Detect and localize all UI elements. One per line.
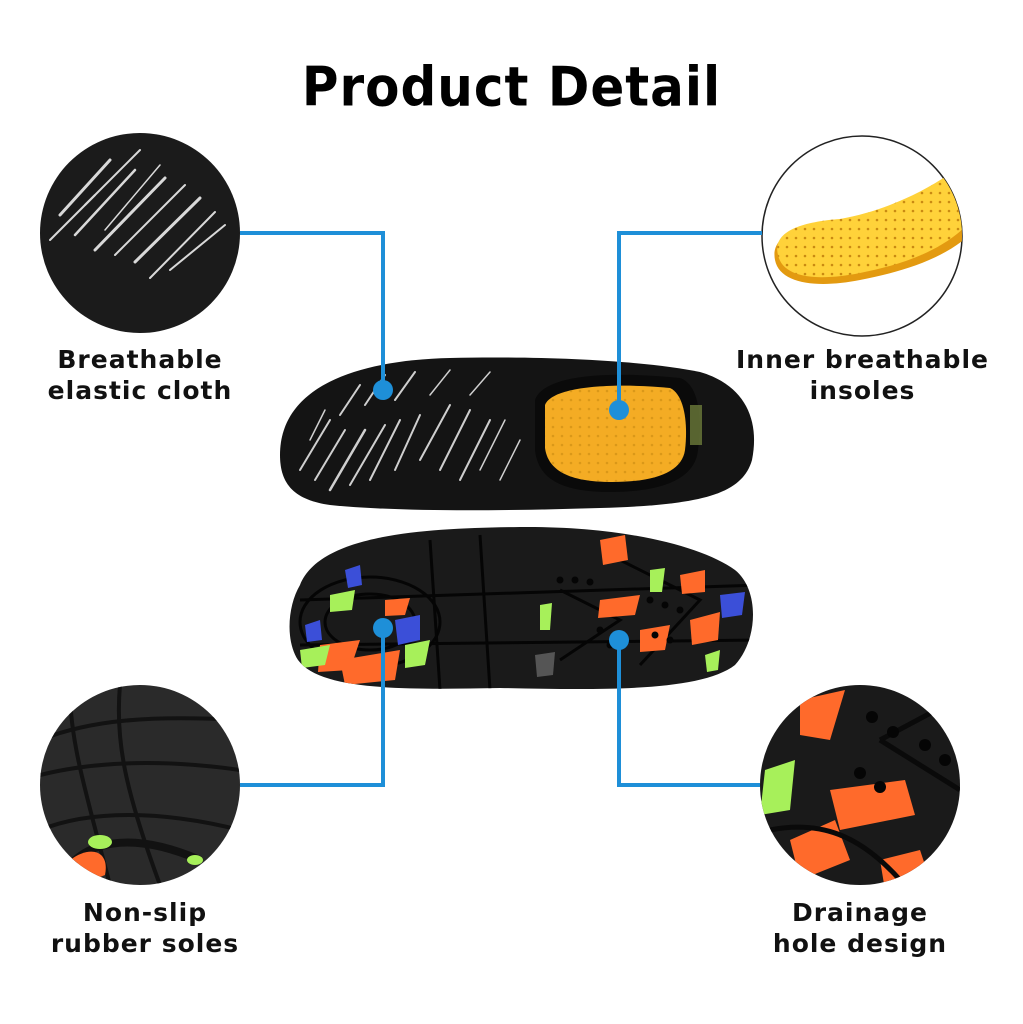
shoe-sole-view — [289, 526, 754, 690]
feature-label-line: hole design — [772, 929, 948, 958]
connector-dot-insole — [609, 400, 629, 420]
feature-label-drainage: Drainage hole design — [735, 897, 985, 959]
feature-label-sole: Non-slip rubber soles — [20, 897, 270, 959]
connector-drainage — [617, 640, 760, 787]
insole-closeup-image — [761, 135, 963, 337]
feature-label-line: Inner breathable — [736, 345, 989, 374]
feature-label-line: insoles — [809, 376, 916, 405]
feature-label-line: Drainage — [791, 898, 929, 927]
sole-closeup-image — [40, 685, 240, 885]
connector-dot-drainage — [609, 630, 629, 650]
connector-dot-sole — [373, 618, 393, 638]
shoe-top-view — [280, 357, 755, 511]
feature-label-insole: Inner breathable insoles — [725, 344, 1000, 406]
connector-cloth — [240, 231, 385, 390]
drainage-closeup-image — [760, 685, 960, 885]
cloth-closeup-image — [40, 133, 240, 333]
page-title: Product Detail — [301, 55, 722, 119]
feature-label-line: Non-slip — [82, 898, 208, 927]
connector-insole — [617, 231, 762, 410]
connector-sole — [240, 628, 385, 787]
feature-label-line: Breathable — [57, 345, 223, 374]
connector-lines — [240, 231, 762, 787]
feature-label-cloth: Breathable elastic cloth — [20, 344, 260, 406]
feature-label-line: rubber soles — [50, 929, 240, 958]
feature-label-line: elastic cloth — [47, 376, 233, 405]
connector-dot-cloth — [373, 380, 393, 400]
